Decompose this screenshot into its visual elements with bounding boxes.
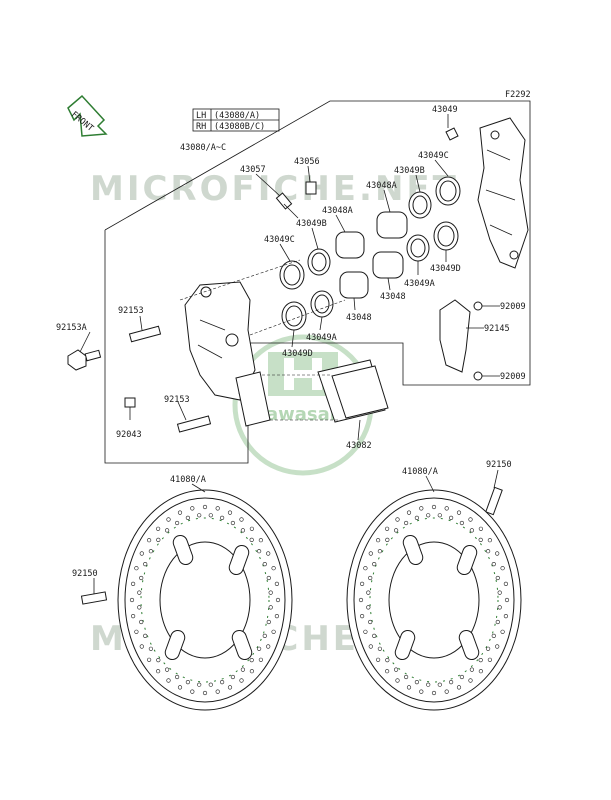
label-disc-right: 41080/A xyxy=(402,467,438,477)
label-43049: 43049 xyxy=(432,105,458,115)
figure-code: F2292 xyxy=(505,90,531,100)
label-43048a-right: 43048A xyxy=(366,181,397,191)
label-43056: 43056 xyxy=(294,157,320,167)
caliper-outer-half xyxy=(477,117,529,269)
leader-lines xyxy=(79,114,500,594)
assembly-lines xyxy=(179,259,346,421)
piston-seal-set xyxy=(279,176,461,331)
label-43048-right: 43048 xyxy=(380,292,406,302)
label-92145: 92145 xyxy=(484,324,510,334)
label-92153-bottom: 92153 xyxy=(164,395,190,405)
pad-spring xyxy=(439,299,483,381)
label-43049a-left: 43049A xyxy=(306,333,337,343)
legend-lh-code: (43080/A) xyxy=(214,111,260,121)
label-92153a: 92153A xyxy=(56,323,87,333)
disc-left-holes xyxy=(129,504,281,696)
label-92009-bottom: 92009 xyxy=(500,372,526,382)
front-arrow-icon: FRONT xyxy=(67,94,108,137)
disc-right-holes xyxy=(358,504,510,696)
disc-right xyxy=(346,489,522,711)
legend-rh-code: (43080B/C) xyxy=(214,122,265,132)
disc-left xyxy=(117,489,293,711)
label-43049d-left: 43049D xyxy=(282,349,313,359)
caliper-inner-half xyxy=(184,281,256,401)
label-43049c-left: 43049C xyxy=(264,235,295,245)
label-92009-top: 92009 xyxy=(500,302,526,312)
label-43048-left: 43048 xyxy=(346,313,372,323)
label-43049c-right: 43049C xyxy=(418,151,449,161)
label-43048a-left: 43048A xyxy=(322,206,353,216)
label-43057: 43057 xyxy=(240,165,266,175)
assembly-frame xyxy=(104,100,531,464)
label-92150-left: 92150 xyxy=(72,569,98,579)
legend-lh: LH xyxy=(196,111,206,121)
legend-box: LH (43080/A) RH (43080B/C) xyxy=(192,108,280,132)
legend-rh: RH xyxy=(196,122,206,132)
caliper-bolts xyxy=(67,325,503,605)
label-disc-left: 41080/A xyxy=(170,475,206,485)
label-43049a-right: 43049A xyxy=(404,279,435,289)
label-43049b-left: 43049B xyxy=(296,219,327,229)
label-92043: 92043 xyxy=(116,430,142,440)
label-92150-right: 92150 xyxy=(486,460,512,470)
label-92153-top: 92153 xyxy=(118,306,144,316)
brake-pads xyxy=(235,359,389,427)
label-43082: 43082 xyxy=(346,441,372,451)
label-43049b-right: 43049B xyxy=(394,166,425,176)
label-caliper-assy: 43080/A~C xyxy=(180,143,226,153)
label-43049d-right: 43049D xyxy=(430,264,461,274)
